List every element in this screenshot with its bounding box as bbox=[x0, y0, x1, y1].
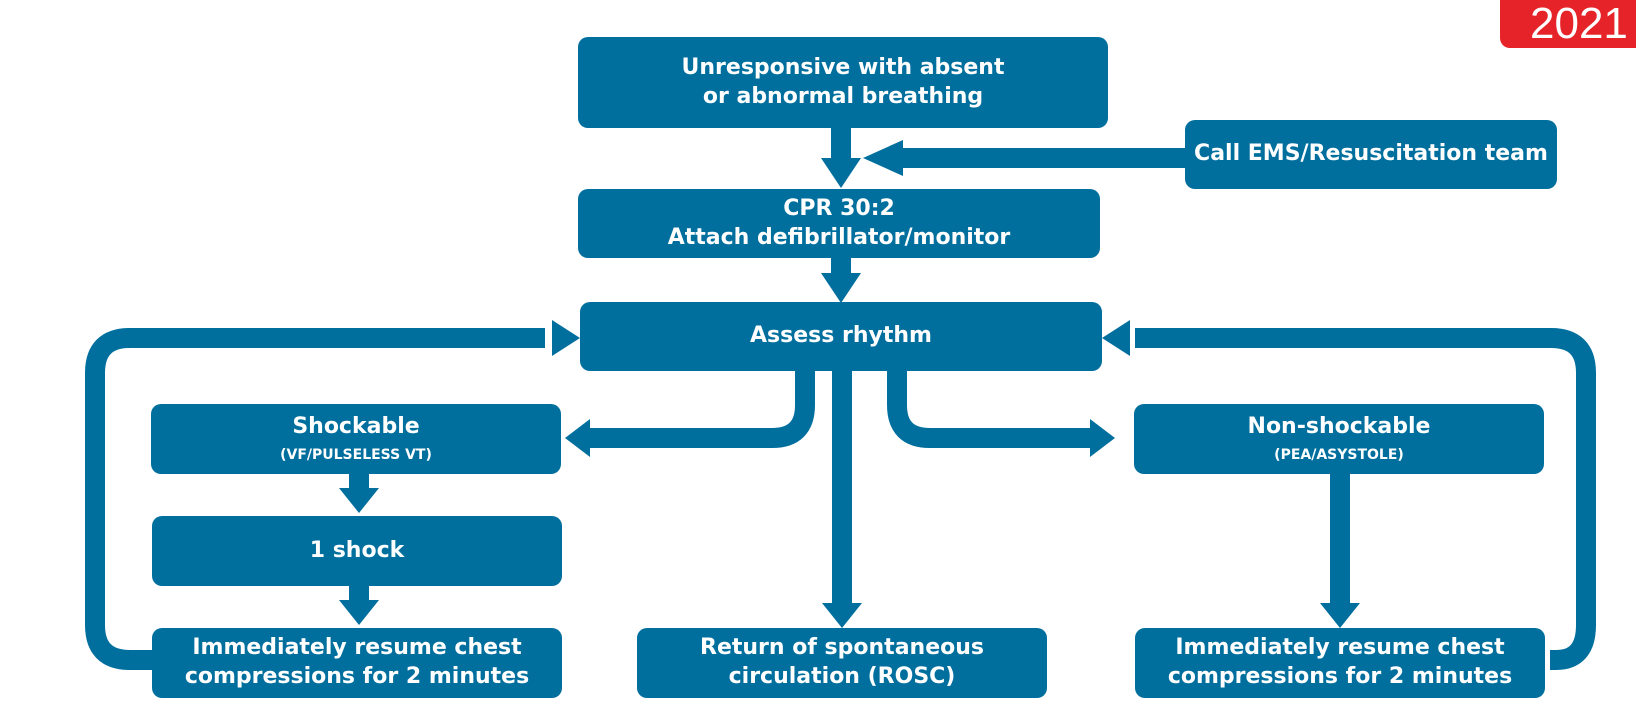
box-call-ems-label: Call EMS/Resuscitation team bbox=[1194, 141, 1548, 167]
arrowhead-left-loop-right bbox=[1102, 320, 1130, 356]
connector-assess-to-shockable bbox=[590, 370, 815, 448]
box-unresponsive-line1: Unresponsive with absent bbox=[681, 54, 1005, 80]
arrowhead-left-ems bbox=[863, 140, 903, 176]
arrowhead-right-nonshockable bbox=[1090, 419, 1115, 457]
box-one-shock-label: 1 shock bbox=[309, 537, 405, 563]
box-unresponsive-line2: or abnormal breathing bbox=[702, 83, 984, 109]
arrowhead-right-loop-left bbox=[552, 320, 580, 356]
arrowhead-down-resume-left bbox=[339, 600, 379, 625]
year-badge-text: 2021 bbox=[1530, 0, 1628, 48]
box-rosc-line2: circulation (ROSC) bbox=[728, 664, 956, 689]
box-resume-right-line2: compressions for 2 minutes bbox=[1167, 664, 1513, 689]
box-call-ems: Call EMS/Resuscitation team bbox=[1185, 120, 1557, 189]
box-cpr: CPR 30:2 Attach defibrillator/monitor bbox=[578, 189, 1100, 258]
box-rosc: Return of spontaneous circulation (ROSC) bbox=[637, 628, 1047, 698]
box-unresponsive: Unresponsive with absent or abnormal bre… bbox=[578, 37, 1108, 128]
arrowhead-down-resume-right bbox=[1320, 603, 1360, 628]
box-non-shockable-sub: (PEA/ASYSTOLE) bbox=[1274, 446, 1404, 463]
loop-right-resume-to-assess bbox=[1135, 328, 1596, 670]
arrowhead-down-assess bbox=[821, 273, 861, 303]
box-cpr-line1: CPR 30:2 bbox=[783, 195, 895, 221]
arrowhead-left-shockable bbox=[565, 419, 590, 457]
box-shockable-label: Shockable bbox=[292, 413, 420, 439]
box-resume-compressions-right: Immediately resume chest compressions fo… bbox=[1135, 628, 1545, 698]
box-resume-left-line2: compressions for 2 minutes bbox=[184, 664, 530, 689]
connector-assess-to-nonshockable bbox=[887, 370, 1090, 448]
box-shockable: Shockable (VF/PULSELESS VT) bbox=[151, 404, 561, 474]
loop-left-resume-to-assess bbox=[85, 328, 545, 670]
arrowhead-down-cpr bbox=[821, 158, 861, 188]
year-badge: 2021 bbox=[1500, 0, 1636, 48]
box-non-shockable: Non-shockable (PEA/ASYSTOLE) bbox=[1134, 404, 1544, 474]
box-resume-right-line1: Immediately resume chest bbox=[1175, 635, 1505, 661]
box-one-shock: 1 shock bbox=[152, 516, 562, 586]
box-non-shockable-label: Non-shockable bbox=[1247, 413, 1431, 439]
box-resume-compressions-left: Immediately resume chest compressions fo… bbox=[152, 628, 562, 698]
box-assess-rhythm: Assess rhythm bbox=[580, 302, 1102, 371]
box-rosc-line1: Return of spontaneous bbox=[700, 635, 984, 661]
box-assess-rhythm-label: Assess rhythm bbox=[750, 323, 932, 349]
box-resume-left-line1: Immediately resume chest bbox=[192, 635, 522, 661]
box-shockable-sub: (VF/PULSELESS VT) bbox=[280, 446, 432, 463]
arrowhead-down-rosc bbox=[822, 603, 862, 628]
arrowhead-down-shock bbox=[339, 488, 379, 513]
box-cpr-line2: Attach defibrillator/monitor bbox=[667, 224, 1011, 250]
